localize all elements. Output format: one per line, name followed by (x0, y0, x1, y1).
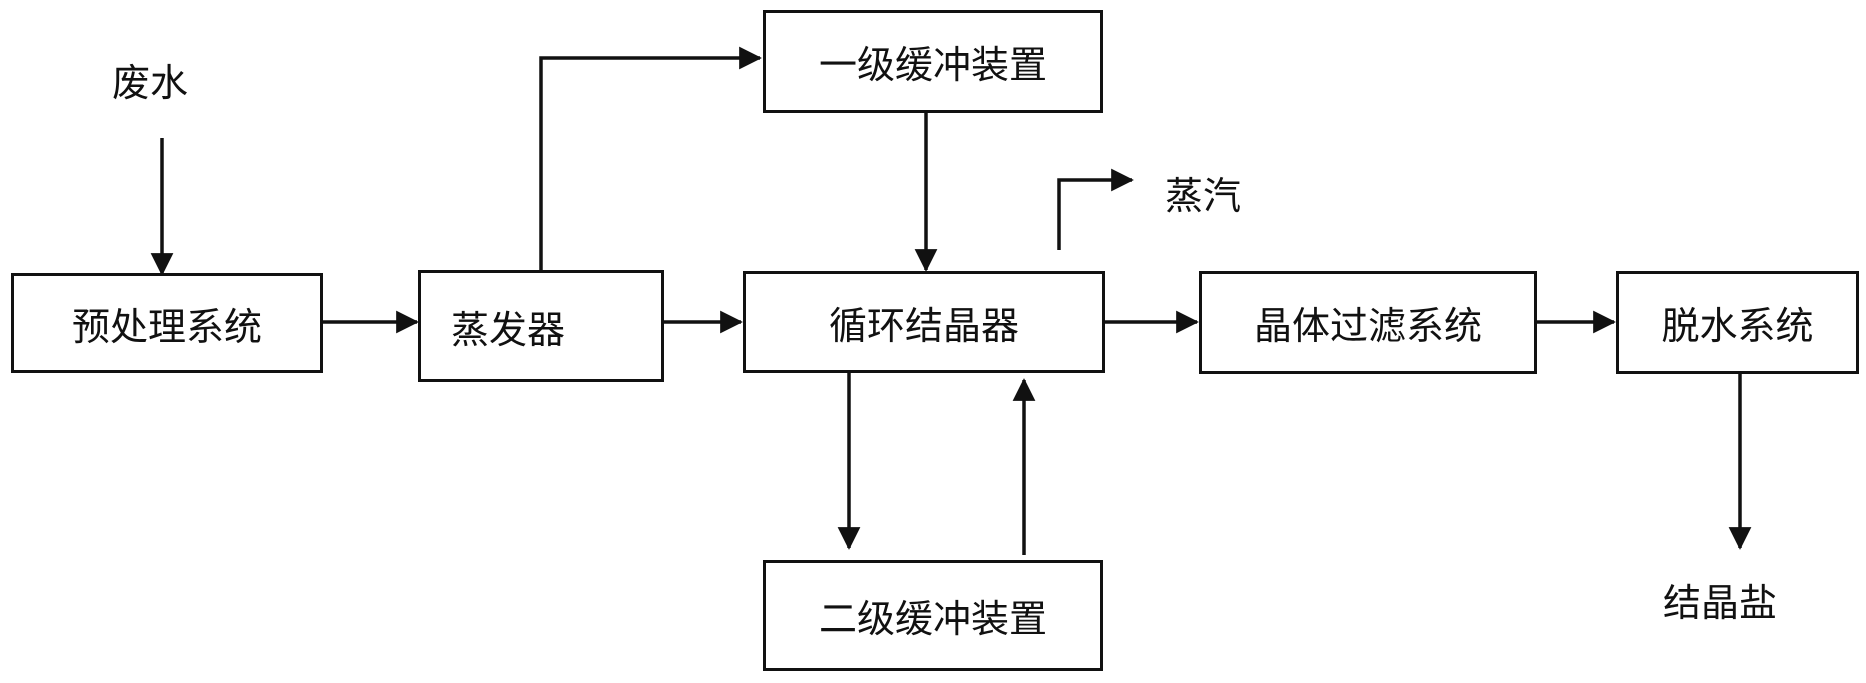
node-pretreatment: 预处理系统 (11, 273, 323, 373)
node-crystal-filter-label: 晶体过滤系统 (1253, 304, 1482, 348)
node-crystal-filter: 晶体过滤系统 (1199, 271, 1537, 374)
node-dewatering: 脱水系统 (1616, 271, 1859, 374)
node-circulating-crystallizer: 循环结晶器 (743, 271, 1105, 373)
node-primary-buffer: 一级缓冲装置 (763, 10, 1103, 113)
node-pretreatment-label: 预处理系统 (71, 304, 262, 349)
node-secondary-buffer: 二级缓冲装置 (763, 560, 1103, 671)
label-wastewater: 废水 (112, 61, 189, 105)
node-primary-buffer-label: 一级缓冲装置 (818, 43, 1047, 87)
node-evaporator-label: 蒸发器 (451, 308, 566, 352)
node-secondary-buffer-label: 二级缓冲装置 (818, 597, 1047, 641)
node-circulating-crystallizer-label: 循环结晶器 (828, 303, 1019, 348)
node-evaporator: 蒸发器 (418, 270, 664, 382)
arrow-evaporator-to-primary-buffer (539, 46, 762, 272)
label-steam: 蒸汽 (1165, 174, 1242, 218)
label-crystal-salt: 结晶盐 (1663, 581, 1778, 625)
arrow-steam-out (1057, 168, 1134, 250)
node-dewatering-label: 脱水系统 (1661, 304, 1814, 348)
